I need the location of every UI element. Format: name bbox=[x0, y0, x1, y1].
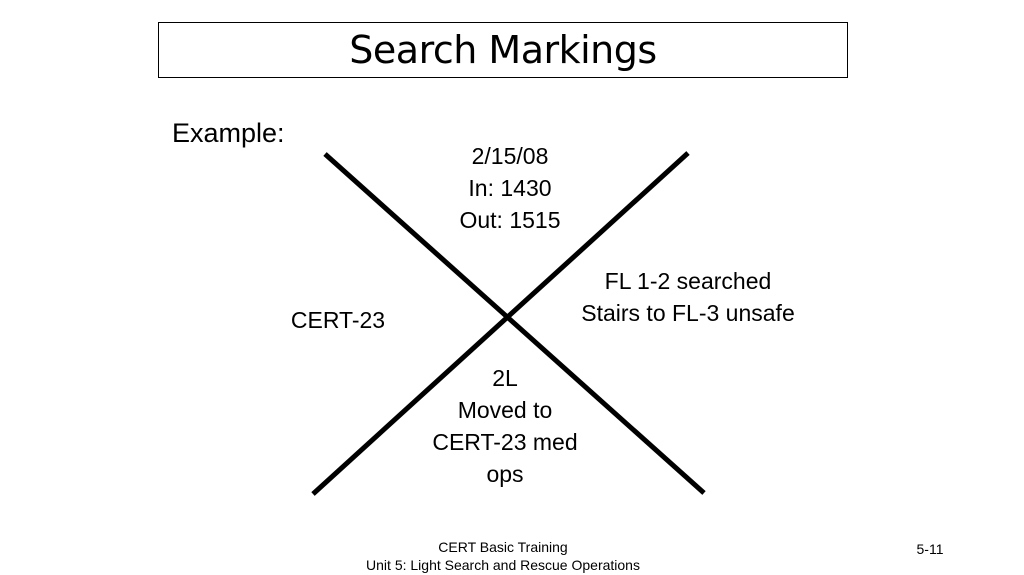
quadrant-right-line: FL 1-2 searched bbox=[604, 268, 772, 294]
quadrant-bottom-line: ops bbox=[486, 461, 524, 487]
quadrant-top-line: Out: 1515 bbox=[459, 207, 561, 233]
footer: CERT Basic Training Unit 5: Light Search… bbox=[330, 538, 676, 574]
quadrant-right-hazards: FL 1-2 searched Stairs to FL-3 unsafe bbox=[548, 265, 828, 329]
quadrant-left-team-id: CERT-23 bbox=[268, 304, 408, 336]
slide-number: 5-11 bbox=[916, 541, 944, 557]
footer-course: CERT Basic Training bbox=[438, 539, 568, 555]
slide-title: Search Markings bbox=[349, 28, 657, 72]
quadrant-top-line: In: 1430 bbox=[468, 175, 552, 201]
x-stroke-descending bbox=[323, 152, 706, 495]
quadrant-bottom-line: Moved to bbox=[457, 397, 553, 423]
title-box: Search Markings bbox=[158, 22, 848, 78]
quadrant-top-line: 2/15/08 bbox=[471, 143, 549, 169]
footer-unit: Unit 5: Light Search and Rescue Operatio… bbox=[366, 557, 640, 573]
quadrant-left-line: CERT-23 bbox=[290, 307, 386, 333]
x-stroke-ascending bbox=[311, 151, 690, 496]
quadrant-bottom-line: 2L bbox=[492, 365, 518, 391]
quadrant-top-date-times: 2/15/08 In: 1430 Out: 1515 bbox=[410, 140, 610, 236]
quadrant-bottom-line: CERT-23 med bbox=[432, 429, 578, 455]
quadrant-bottom-victims: 2L Moved to CERT-23 med ops bbox=[400, 362, 610, 490]
quadrant-right-line: Stairs to FL-3 unsafe bbox=[581, 300, 795, 326]
example-label: Example: bbox=[172, 118, 285, 148]
